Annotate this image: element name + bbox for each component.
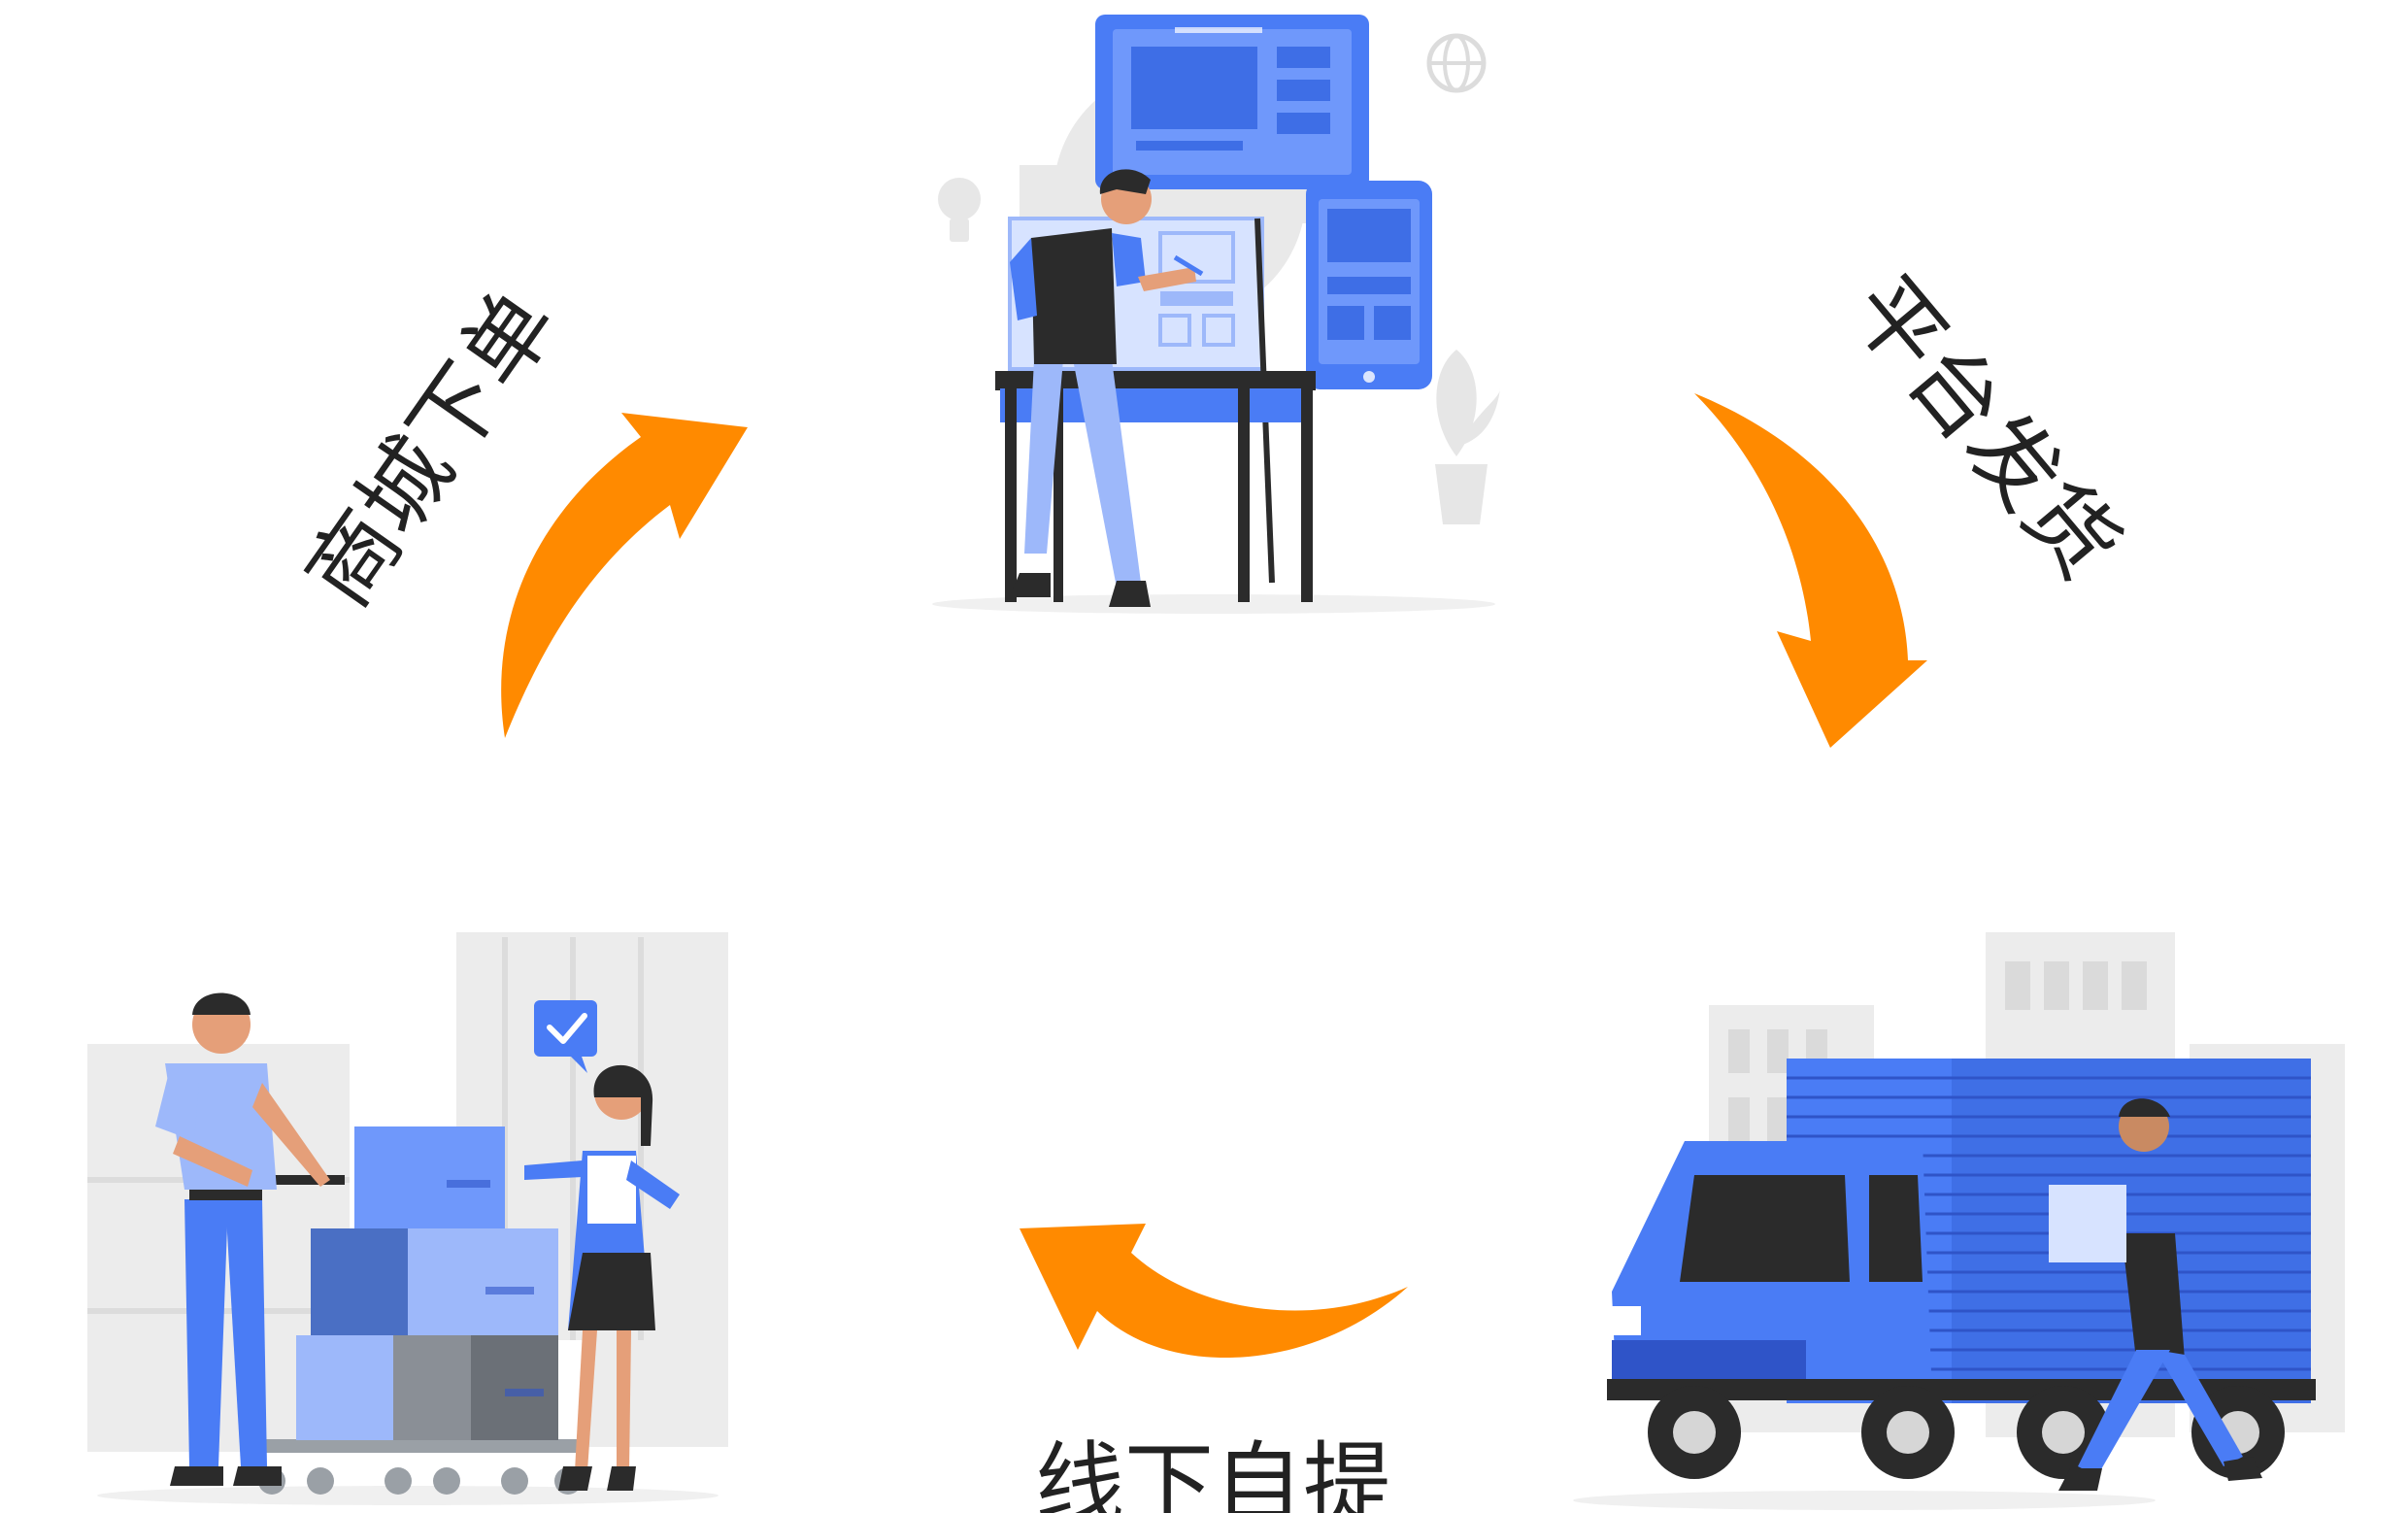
arrow-ship-to-pickup [1694,393,1927,748]
check-icon [534,1000,597,1073]
arrow-order-to-ship [501,413,748,738]
step-label-pickup: 线下自提 [1035,1432,1392,1513]
designer-at-whiteboard-icon [932,15,1500,614]
label-pickup: 线下自提 [1035,1432,1392,1513]
warehouse-pickup-icon [87,932,728,1505]
arrow-pickup-to-order [1020,1224,1408,1359]
delivery-truck-icon [1573,932,2345,1510]
